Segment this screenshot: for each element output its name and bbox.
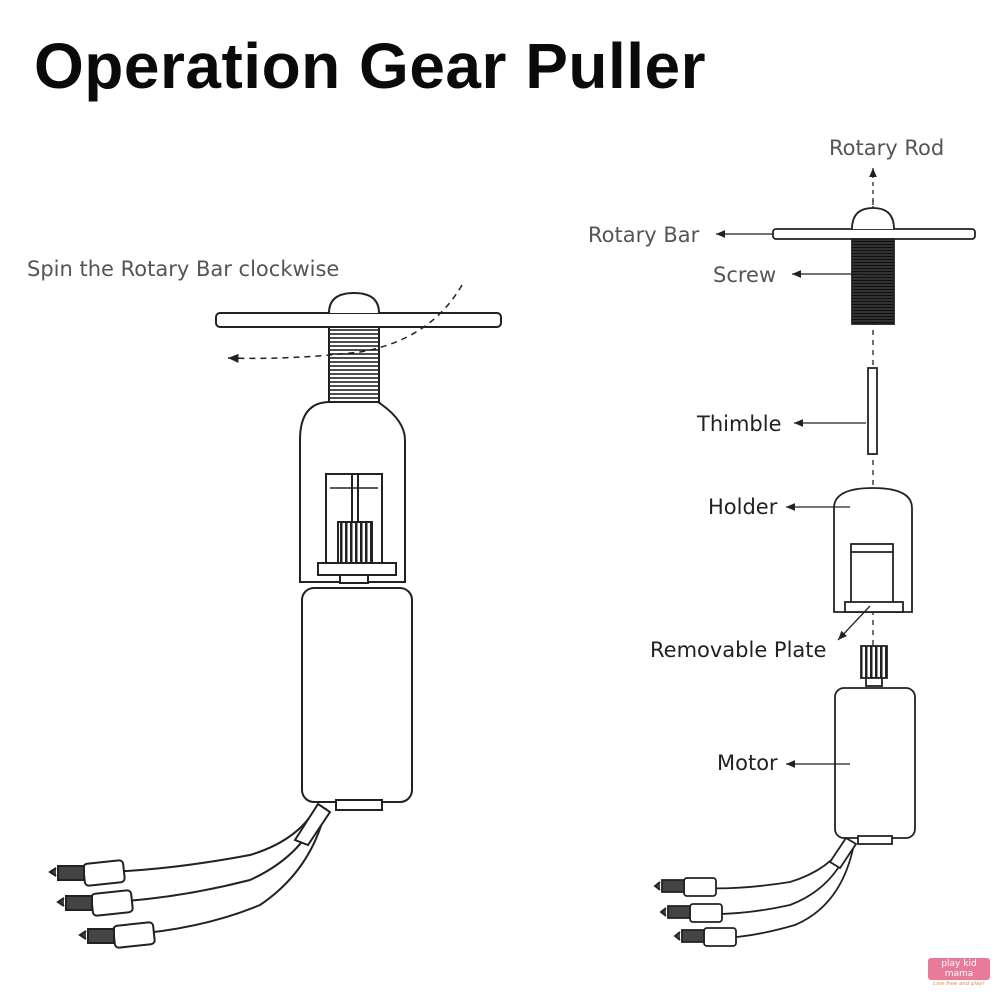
label-thimble: Thimble [697,412,782,436]
exploded-view [653,168,976,947]
rotary-rod-knob [328,291,380,314]
connector-right-2 [659,903,723,923]
assembled-puller [48,284,502,949]
watermark-logo: play kid mama Live free and play! [928,958,990,987]
pinion-part [860,645,888,679]
page-title: Operation Gear Puller [34,30,707,102]
removable-plate-part [844,601,904,613]
thimble-part [867,367,878,455]
removable-plate-shape [317,562,397,576]
label-rotary-bar: Rotary Bar [588,223,700,247]
motor-shape [301,587,413,803]
label-screw: Screw [713,263,777,287]
connector-right-1 [653,877,717,897]
connector-right-3 [673,927,737,947]
instruction-text: Spin the Rotary Bar clockwise [27,257,340,281]
label-motor: Motor [717,751,778,775]
rotation-arrow [227,284,463,363]
watermark-tagline: Live free and play! [933,981,985,987]
watermark-logo-text: play kid mama [928,958,990,980]
label-removable-plate: Removable Plate [650,638,827,662]
rotary-bar-part [772,228,976,240]
connector-3 [78,921,156,949]
label-holder: Holder [708,495,778,519]
screw-shape [328,326,380,403]
label-rotary-rod: Rotary Rod [829,136,945,160]
screw-part [851,238,895,325]
connector-2 [56,889,134,917]
rotary-bar-shape [215,312,502,328]
pinion-gear [337,521,373,567]
leader-plate [837,605,871,641]
connector-1 [48,859,126,887]
motor-part [834,687,916,839]
